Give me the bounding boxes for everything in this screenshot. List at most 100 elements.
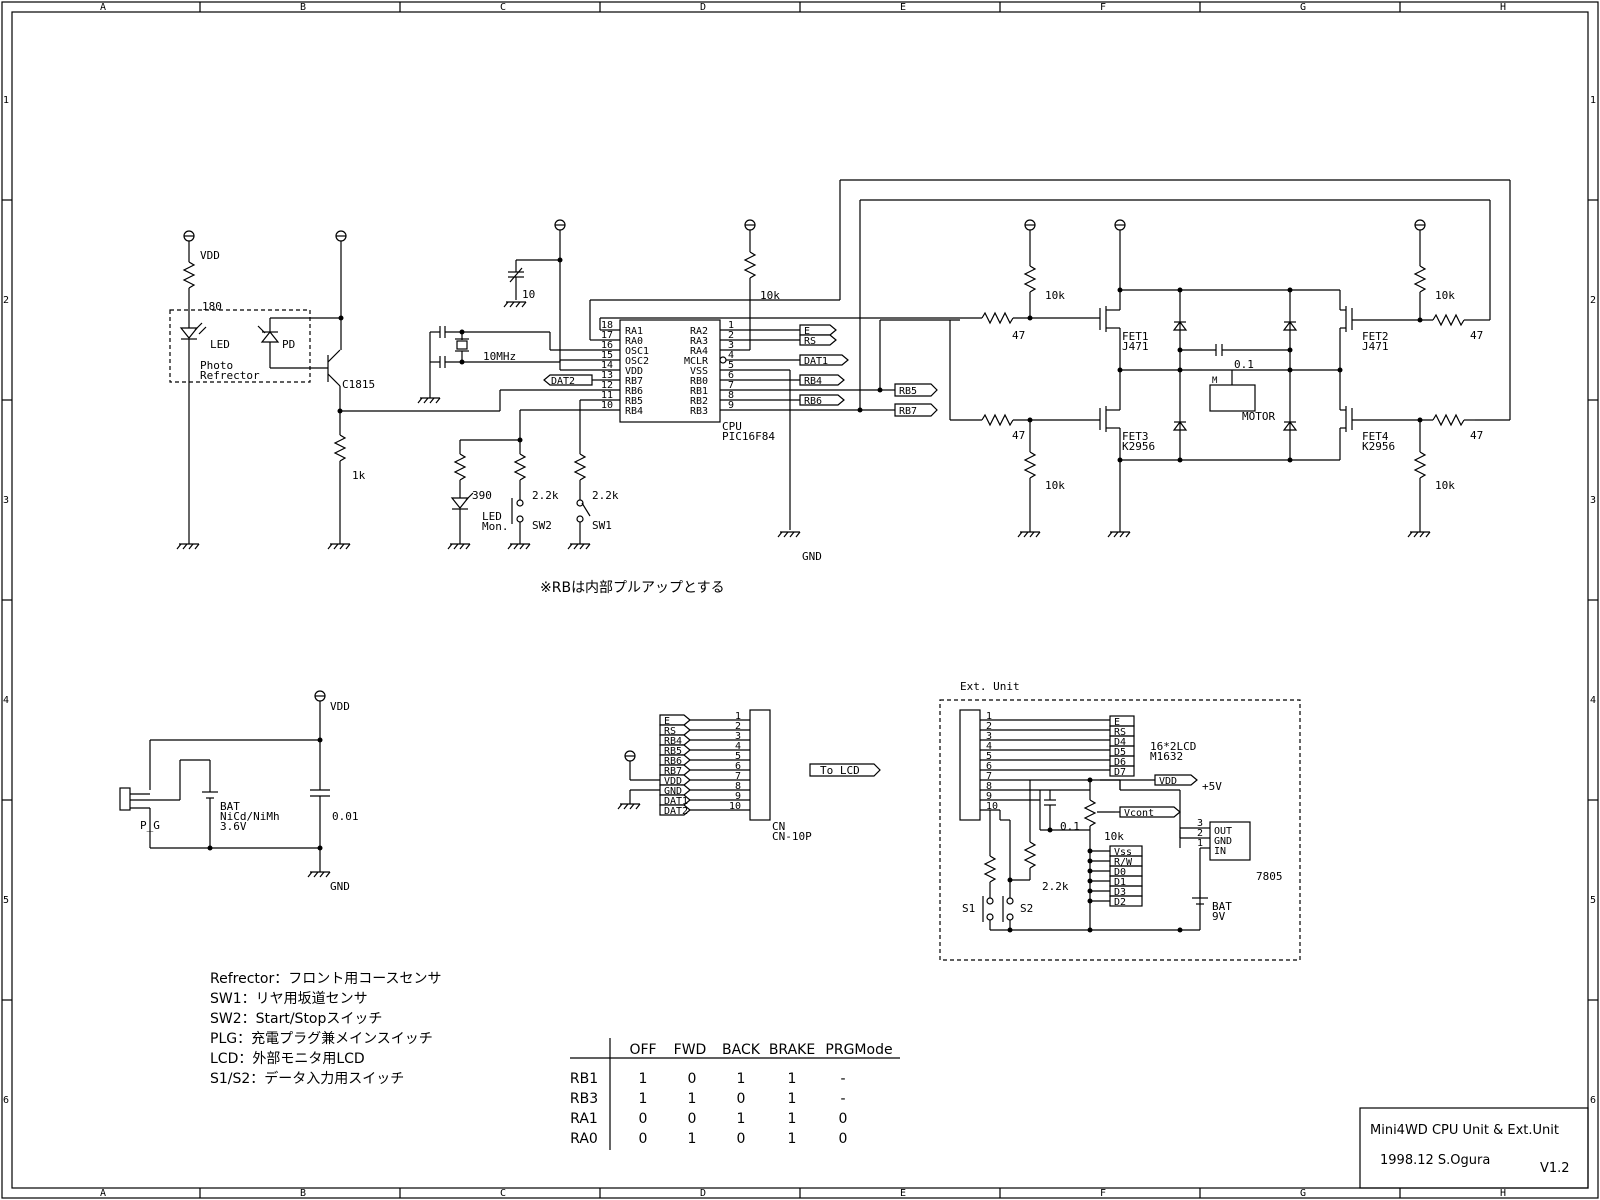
pin-number: 18 — [601, 320, 613, 331]
table-cell: 1 — [788, 1131, 797, 1147]
led-label: Mon. — [482, 520, 509, 533]
col-label: A — [100, 1188, 106, 1199]
pin-number: 11 — [601, 390, 613, 401]
table-row-label: RA0 — [570, 1131, 598, 1147]
col-label: F — [1100, 1188, 1106, 1199]
net-flag-vdd-ext — [1154, 774, 1198, 786]
table-header: OFF — [629, 1042, 656, 1058]
pin-name: VSS — [690, 366, 708, 377]
pin-number: 9 — [986, 791, 992, 802]
power-circuit — [119, 690, 331, 878]
regulator-pin: OUT — [1214, 826, 1232, 837]
pullup-note: ※RBは内部プルアップとする — [540, 580, 725, 596]
net-label: RB5 — [664, 746, 682, 757]
pin-number: 8 — [735, 781, 741, 792]
pin-number: 2 — [1197, 828, 1203, 839]
pin-number: 1 — [728, 320, 734, 331]
table-cell: 1 — [737, 1111, 746, 1127]
net-flag-dat2 — [543, 374, 593, 386]
legend: Refrector：フロント用コースセンサ SW1：リヤ用坂道センサ SW2：S… — [210, 971, 442, 1087]
table-cell: 1 — [788, 1111, 797, 1127]
title-block-frame — [1359, 1107, 1589, 1189]
table-cell: 0 — [688, 1071, 697, 1087]
pin-name: RB2 — [690, 396, 708, 407]
supply-label: +5V — [1202, 780, 1222, 793]
pin-number: 10 — [986, 801, 998, 812]
table-cell: - — [840, 1071, 845, 1087]
col-label: B — [300, 1188, 306, 1199]
row-label: 3 — [3, 495, 9, 506]
pin-number: 14 — [601, 360, 613, 371]
legend-item: SW1：リヤ用坂道センサ — [210, 991, 368, 1007]
table-cell: 0 — [839, 1111, 848, 1127]
photodiode-label: PD — [282, 338, 295, 351]
net-flag-e — [799, 324, 837, 336]
net-flag-rb5 — [894, 383, 938, 397]
pin-name: RA2 — [690, 326, 708, 337]
gnd-label: GND — [802, 550, 822, 563]
resistor-value: 180 — [202, 300, 222, 313]
ext-unit-title: Ext. Unit — [960, 680, 1020, 693]
pin-name: RA0 — [625, 336, 643, 347]
refrector-label: Refrector — [200, 369, 260, 382]
lcd-pin: D6 — [1114, 757, 1126, 768]
pin-name: RB1 — [690, 386, 708, 397]
table-header: PRGMode — [825, 1042, 892, 1058]
lcd-pin: Vss — [1114, 847, 1132, 858]
ground-symbols — [176, 543, 591, 550]
table-cell: 1 — [788, 1091, 797, 1107]
pin-number: 10 — [601, 400, 613, 411]
col-label: A — [100, 2, 106, 13]
crystal-label: 10MHz — [483, 350, 516, 363]
row-label: 1 — [3, 95, 9, 106]
col-label: H — [1500, 1188, 1506, 1199]
net-label: RB7 — [899, 406, 917, 417]
table-cell: 1 — [639, 1091, 648, 1107]
battery-label: BAT — [1212, 900, 1232, 913]
net-flag-rs — [799, 334, 837, 346]
h-bridge-labels: 10k 47 FET1 J471 10k 47 FET2 J471 47 10k… — [1012, 289, 1483, 492]
regulator-name: 7805 — [1256, 870, 1283, 883]
fet-part: J471 — [1362, 340, 1389, 353]
lcd-pin: D2 — [1114, 897, 1126, 908]
pin-number: 17 — [601, 330, 613, 341]
pin-number: 6 — [986, 761, 992, 772]
capacitor-value: 0.01 — [332, 810, 359, 823]
table-cell: 1 — [788, 1071, 797, 1087]
pin-number: 13 — [601, 370, 613, 381]
col-label: F — [1100, 2, 1106, 13]
col-label: E — [900, 1188, 906, 1199]
photo-label: Photo — [200, 359, 233, 372]
table-row-label: RB1 — [570, 1071, 598, 1087]
pin-name: RB7 — [625, 376, 643, 387]
led-label: LED — [482, 510, 502, 523]
pin-number: 1 — [1197, 838, 1203, 849]
drawing-version: V1.2 — [1540, 1161, 1570, 1176]
battery-label: 9V — [1212, 910, 1226, 923]
pin-number: 4 — [986, 741, 992, 752]
table-cell: 0 — [639, 1111, 648, 1127]
pin-number: 3 — [1197, 818, 1203, 829]
resistor-value: 2.2k — [592, 489, 619, 502]
pin-number: 3 — [728, 340, 734, 351]
cpu-name: CPU — [722, 420, 742, 433]
battery-label: BAT — [220, 800, 240, 813]
pin-number: 2 — [728, 330, 734, 341]
pin-number: 8 — [986, 781, 992, 792]
net-label: RB5 — [899, 386, 917, 397]
resistor-value: 2.2k — [532, 489, 559, 502]
frame-labels: A B C D E F G H A B C D E F G H 1 2 3 4 … — [3, 2, 1596, 1199]
net-label: E — [664, 716, 670, 727]
pin-name: RA4 — [690, 346, 708, 357]
col-label: B — [300, 2, 306, 13]
pin-name: RB0 — [690, 376, 708, 387]
cpu-labels: 10 10MHz 10k CPU PIC16F84 RA1 RA0 OSC1 O… — [472, 288, 917, 596]
pin-number: 16 — [601, 340, 613, 351]
regulator-pin: IN — [1214, 846, 1226, 857]
ext-unit — [939, 699, 1301, 961]
motor-pin: M — [1212, 376, 1218, 386]
lcd-pin: E — [1114, 717, 1120, 728]
switch-label: S2 — [1020, 902, 1033, 915]
row-label: 3 — [1590, 495, 1596, 506]
